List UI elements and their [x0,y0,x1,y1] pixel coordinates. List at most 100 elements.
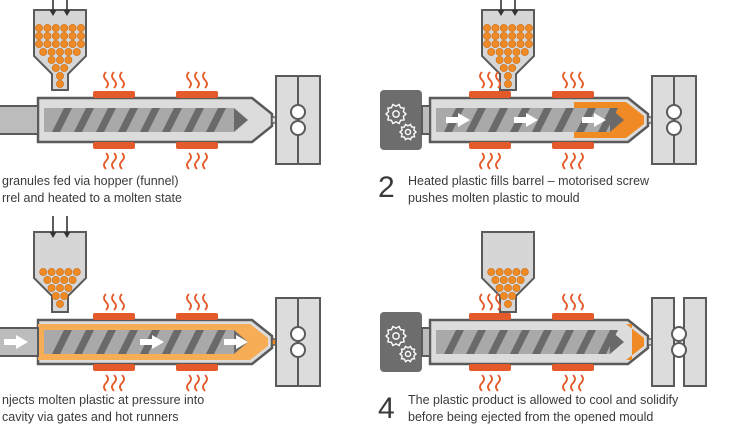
heat-wave-icon [103,374,125,392]
hopper-arrow-icon [49,216,57,238]
step-3-caption-line-1: njects molten plastic at pressure into [2,393,205,407]
granule [499,276,508,284]
granule [516,32,525,40]
granule [520,48,529,56]
granule [72,48,81,56]
screw-flight [532,108,552,132]
heater-band [93,364,135,371]
granule [77,40,85,48]
heat-wave-icon [186,71,208,89]
granule [495,56,504,64]
gear-icon [398,123,418,141]
granule [487,48,496,56]
granule [64,268,73,276]
granule [504,268,512,276]
heater-band [176,364,218,371]
plastic-granules [487,268,529,308]
granule [516,40,525,48]
granule [56,268,64,276]
drive-shaft [421,327,431,357]
granule [39,268,48,276]
granule [508,24,517,32]
granule [508,64,517,72]
heat-wave-icon [479,71,501,89]
granule [35,32,43,40]
heater-band [469,313,511,320]
granule [516,24,525,32]
granule [525,40,533,48]
mould-cavity [290,120,306,136]
granule [483,24,491,32]
heat-wave-icon [186,374,208,392]
screw-flight [118,330,138,354]
heater-band [552,142,594,149]
heater-band [552,364,594,371]
granule [483,32,491,40]
granule [508,276,517,284]
push-arrow-icon [514,113,538,127]
screw-flight [162,330,182,354]
granule [483,40,491,48]
mould-half-left [651,75,675,165]
mould-half-left [651,297,675,387]
granule [56,80,64,88]
mould-half-right [297,75,321,165]
push-arrow-icon [446,113,470,127]
push-arrow-icon [224,335,248,349]
step-3-caption-line-2: cavity via gates and hot runners [2,410,179,424]
granule [56,72,64,80]
granule [47,284,56,292]
granule [512,284,521,292]
heat-wave-icon [103,293,125,311]
mould [651,75,697,165]
granule [525,32,533,40]
granule [487,268,496,276]
screw-flight [74,330,94,354]
screw-flight [118,108,138,132]
heat-wave-icon [186,293,208,311]
heater-band [469,91,511,98]
mould-half-right [297,297,321,387]
heater-band [93,313,135,320]
screw-flight [488,108,508,132]
granule [60,32,69,40]
drive-shaft [421,105,431,135]
plastic-granules [483,24,533,88]
heater-band [469,364,511,371]
step-4-illustration [380,231,707,392]
mould [275,75,321,165]
screw [44,108,248,132]
screw-flight [466,330,486,354]
granule [516,276,525,284]
heat-wave-icon [562,293,584,311]
mould-half-right [683,297,707,387]
granule [512,56,521,64]
push-arrow-icon [140,335,164,349]
heat-wave-icon [562,152,584,170]
heat-wave-icon [479,374,501,392]
hopper-arrow-icon [49,0,57,16]
granule [72,268,81,276]
screw-flight [162,108,182,132]
granule [508,292,517,300]
granule [77,24,85,32]
heat-wave-icon [103,71,125,89]
granule [51,32,60,40]
screw-tip [234,108,248,132]
granule [43,40,52,48]
screw-flight [510,330,530,354]
granule [64,284,73,292]
granule [525,24,533,32]
screw-flight [206,108,226,132]
mould [275,297,321,387]
granule [499,64,508,72]
granule [68,40,77,48]
step-4-caption: The plastic product is allowed to cool a… [408,392,678,426]
heat-wave-icon [562,374,584,392]
granule [47,268,56,276]
granule [47,56,56,64]
step-4-caption-line-1: The plastic product is allowed to cool a… [408,393,679,407]
hopper-arrow-icon [63,0,71,16]
granule [56,284,64,292]
